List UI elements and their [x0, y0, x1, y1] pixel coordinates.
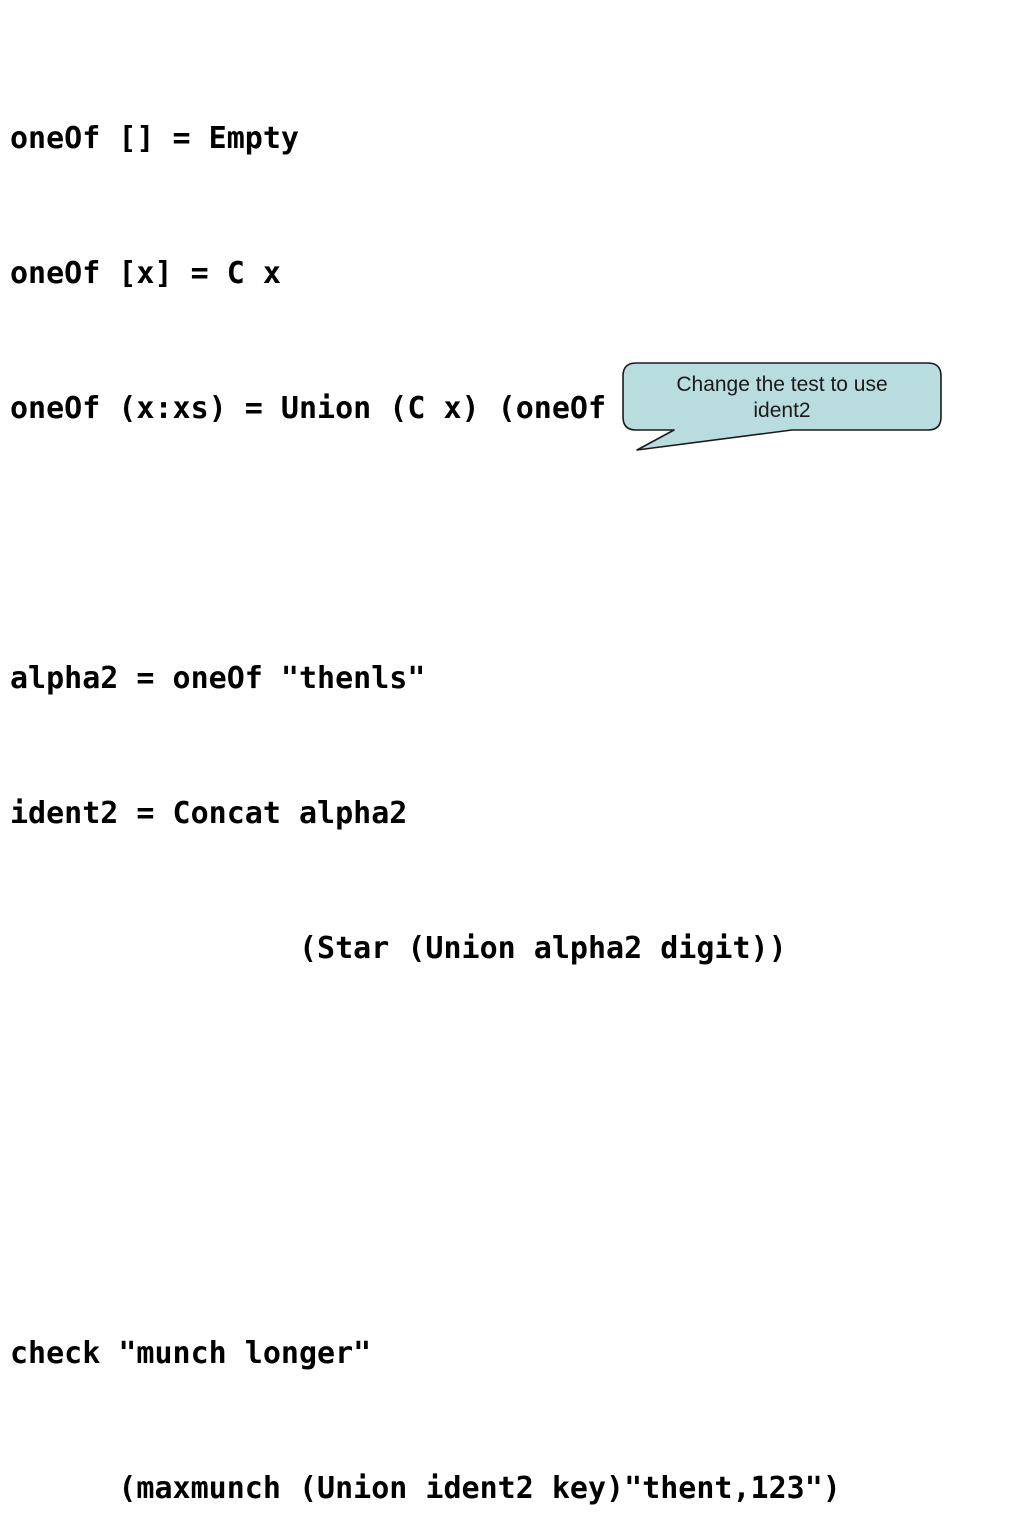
- code-line: (Star (Union alpha2 digit)): [10, 931, 787, 966]
- code-line: (maxmunch (Union ident2 key)"thent,123"): [10, 1471, 841, 1506]
- callout-balloon-shape: [622, 362, 942, 451]
- code-line-blank: [10, 1196, 1014, 1241]
- code-line-blank: [10, 521, 1014, 566]
- code-line-blank: [10, 1061, 1014, 1106]
- slide-canvas: oneOf [] = Empty oneOf [x] = C x oneOf (…: [10, 121, 942, 1506]
- code-line: ident2 = Concat alpha2: [10, 796, 408, 831]
- callout-balloon: Change the test to use ident2: [622, 362, 942, 451]
- code-line: oneOf [] = Empty: [10, 121, 299, 156]
- code-listing: oneOf [] = Empty oneOf [x] = C x oneOf (…: [10, 26, 1014, 1536]
- code-line: check "munch longer": [10, 1336, 372, 1371]
- callout-path: [622, 362, 942, 451]
- code-line: alpha2 = oneOf "thenls": [10, 661, 426, 696]
- code-line: oneOf [x] = C x: [10, 256, 281, 291]
